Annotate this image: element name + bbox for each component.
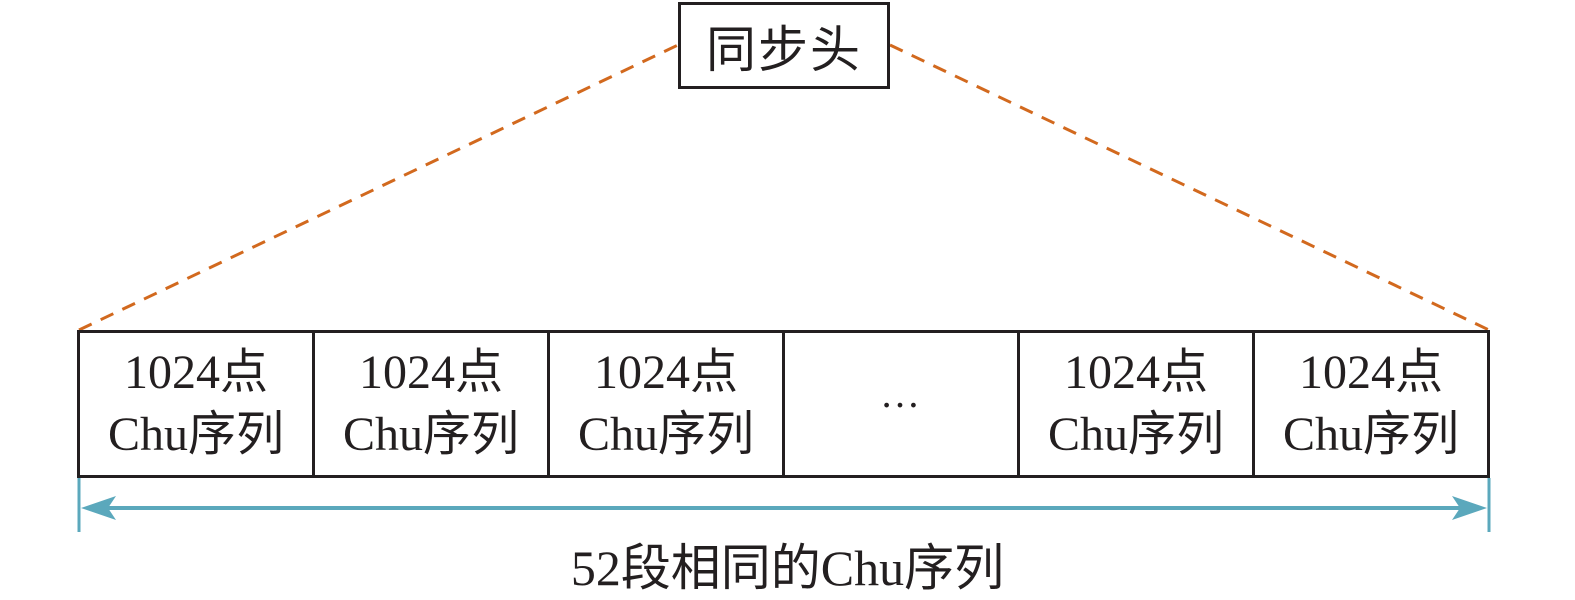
- span-caption: 52段相同的Chu序列: [570, 540, 1005, 596]
- segment-length: 1024点: [593, 346, 738, 399]
- chu-segment: 1024点 Chu序列: [1255, 333, 1487, 475]
- expand-line-left: [78, 43, 679, 332]
- chu-segment: 1024点 Chu序列: [1020, 333, 1255, 475]
- segment-type: Chu序列: [1282, 408, 1460, 461]
- chu-sequence-row: 1024点 Chu序列 1024点 Chu序列 1024点 Chu序列 … 10…: [77, 330, 1490, 478]
- expand-line-right: [889, 43, 1490, 332]
- chu-segment: 1024点 Chu序列: [550, 333, 785, 475]
- sync-header-box: 同步头: [678, 2, 890, 89]
- segment-type: Chu序列: [342, 408, 520, 461]
- segment-type: Chu序列: [107, 408, 285, 461]
- chu-segment: 1024点 Chu序列: [315, 333, 550, 475]
- chu-segment: 1024点 Chu序列: [80, 333, 315, 475]
- segment-length: 1024点: [123, 346, 268, 399]
- sync-header-label: 同步头: [706, 21, 862, 78]
- ellipsis: …: [880, 371, 922, 416]
- segment-length: 1024点: [1063, 346, 1208, 399]
- ellipsis-segment: …: [785, 333, 1020, 475]
- segment-type: Chu序列: [577, 408, 755, 461]
- segment-type: Chu序列: [1047, 408, 1225, 461]
- arrowhead-right-icon: [1452, 496, 1487, 520]
- arrowhead-left-icon: [81, 496, 116, 520]
- segment-length: 1024点: [358, 346, 503, 399]
- segment-length: 1024点: [1298, 346, 1443, 399]
